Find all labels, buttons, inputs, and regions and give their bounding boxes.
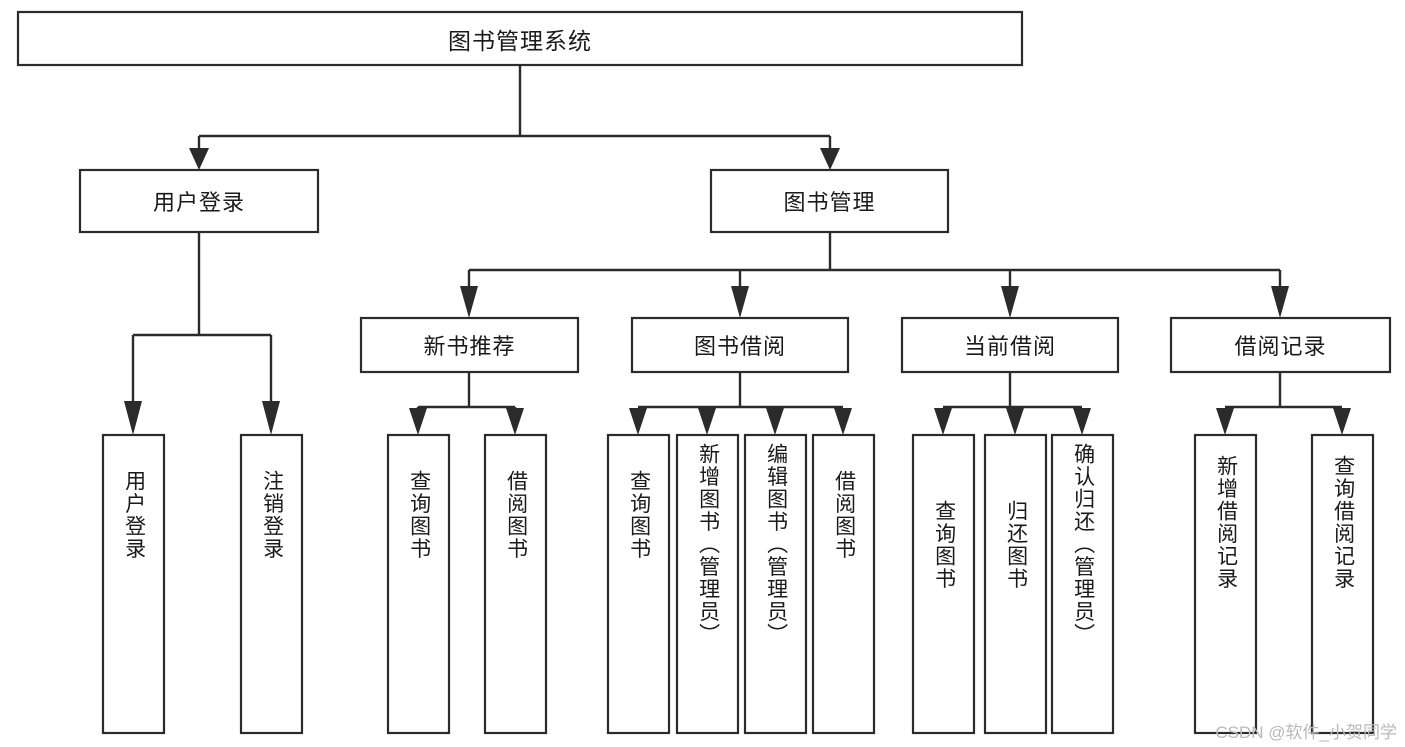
node-box-record-add[interactable] (1193, 433, 1258, 735)
node-box-login-user[interactable] (101, 433, 166, 735)
arrowhead-current-confirm (1073, 408, 1091, 435)
node-box-current-confirm[interactable] (1050, 433, 1115, 735)
arrowhead-newbook (460, 286, 478, 318)
node-box-borrow-lend[interactable] (811, 433, 876, 735)
node-box-newbook-borrow[interactable] (483, 433, 548, 735)
arrowhead-current-return (1006, 408, 1024, 435)
arrowhead-bookmgmt (820, 148, 840, 170)
node-box-login-logout[interactable] (239, 433, 304, 735)
node-box-borrow-add[interactable] (675, 433, 740, 735)
node-box-current-return[interactable] (983, 433, 1048, 735)
arrowhead-borrow-add (698, 408, 716, 435)
node-box-root[interactable] (16, 10, 1024, 67)
node-box-borrow-query[interactable] (606, 433, 671, 735)
node-box-record[interactable] (1169, 316, 1392, 374)
arrowhead-borrow (731, 286, 749, 318)
node-box-record-query[interactable] (1310, 433, 1375, 735)
arrowhead-record-add (1216, 408, 1234, 435)
node-box-borrow[interactable] (630, 316, 850, 374)
arrowhead-newbook-borrow (506, 408, 524, 435)
node-box-current-query[interactable] (911, 433, 976, 735)
node-box-newbook[interactable] (359, 316, 580, 374)
arrowhead-borrow-query (629, 408, 647, 435)
node-box-newbook-query[interactable] (386, 433, 451, 735)
node-box-bookmgmt[interactable] (709, 168, 950, 234)
arrowhead-newbook-query (409, 408, 427, 435)
node-box-borrow-edit[interactable] (743, 433, 808, 735)
connector-layer (124, 66, 1351, 435)
arrowhead-borrow-edit (766, 408, 784, 435)
arrowhead-current-query (934, 408, 952, 435)
node-box-login[interactable] (78, 168, 320, 234)
arrowhead-borrow-lend (834, 408, 852, 435)
node-box-layer (16, 10, 1392, 735)
arrowhead-login (189, 148, 209, 170)
arrowhead-current (1001, 286, 1019, 318)
node-box-current[interactable] (900, 316, 1120, 374)
arrowhead-login-logout (262, 401, 280, 435)
arrowhead-login-user (124, 401, 142, 435)
arrowhead-record-query (1333, 408, 1351, 435)
arrowhead-record (1271, 286, 1289, 318)
